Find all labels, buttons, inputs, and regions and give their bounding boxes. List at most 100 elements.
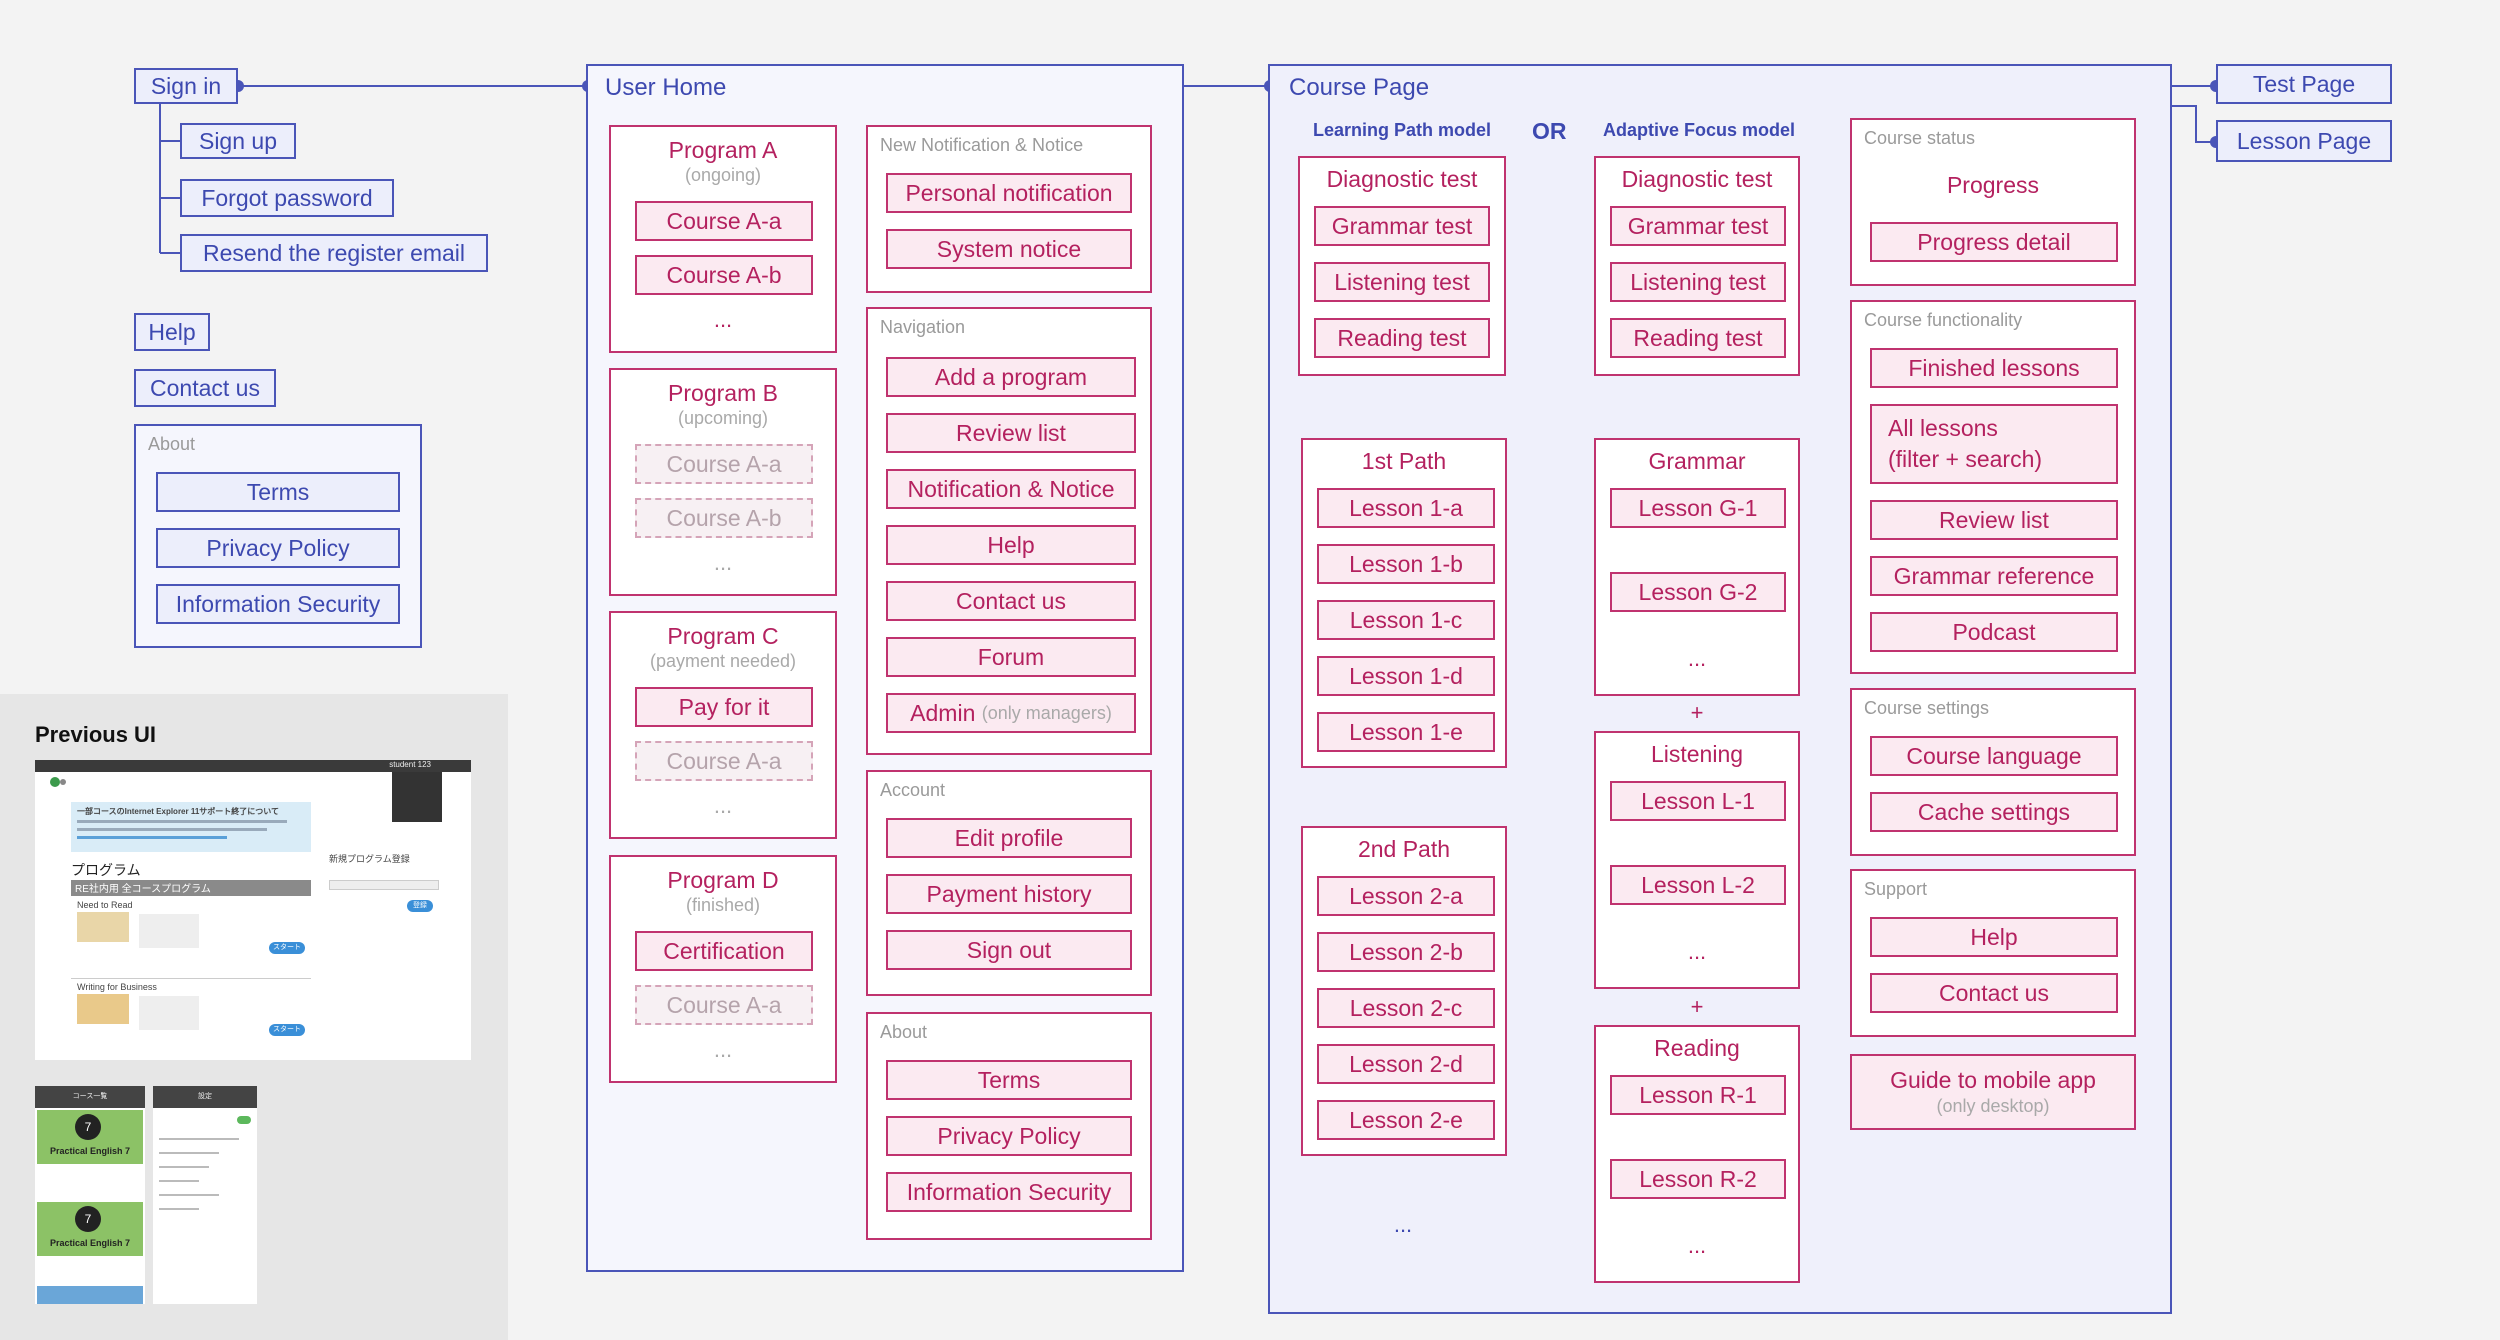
cache-settings-node[interactable]: Cache settings — [1870, 792, 2118, 832]
lesson-r2-node[interactable]: Lesson R-2 — [1610, 1159, 1786, 1199]
screenshot-start1: スタート — [269, 942, 305, 954]
program-b-group: Program B (upcoming) Course A-a Course A… — [609, 368, 837, 596]
lesson-2e-node[interactable]: Lesson 2-e — [1317, 1100, 1495, 1140]
forum-node[interactable]: Forum — [886, 637, 1136, 677]
program-d-title: Program D — [667, 867, 779, 893]
progress-detail-node[interactable]: Progress detail — [1870, 222, 2118, 262]
about-group-label: About — [148, 434, 196, 454]
lesson-g1-node[interactable]: Lesson G-1 — [1610, 488, 1786, 528]
af-reading-test-node[interactable]: Reading test — [1610, 318, 1786, 358]
lesson-1c-node[interactable]: Lesson 1-c — [1317, 600, 1495, 640]
program-b-more: ... — [713, 550, 733, 575]
lesson-g2-node[interactable]: Lesson G-2 — [1610, 572, 1786, 612]
previous-ui-mobile-list: コース一覧 7 Practical English 7 7 Practical … — [35, 1086, 145, 1304]
finished-lessons-node[interactable]: Finished lessons — [1870, 348, 2118, 388]
account-group: Account Edit profile Payment history Sig… — [866, 770, 1152, 996]
lesson-1d-node[interactable]: Lesson 1-d — [1317, 656, 1495, 696]
course-status-group: Course status Progress Progress detail — [1850, 118, 2136, 286]
lesson-l2-node[interactable]: Lesson L-2 — [1610, 865, 1786, 905]
pay-for-it-node[interactable]: Pay for it — [635, 687, 813, 727]
af-listening-test-node[interactable]: Listening test — [1610, 262, 1786, 302]
support-help-node[interactable]: Help — [1870, 917, 2118, 957]
lesson-2d-node[interactable]: Lesson 2-d — [1317, 1044, 1495, 1084]
lp-diagnostic-title: Diagnostic test — [1326, 166, 1478, 192]
program-a-status: (ongoing) — [684, 165, 762, 185]
user-home-title: User Home — [605, 74, 727, 101]
contact-us-node[interactable]: Contact us — [134, 369, 276, 407]
screenshot-row1: Need to Read — [77, 900, 133, 910]
support-contact-us-node[interactable]: Contact us — [1870, 973, 2118, 1013]
course-settings-group: Course settings Course language Cache se… — [1850, 688, 2136, 856]
all-lessons-node[interactable]: All lessons (filter + search) — [1870, 404, 2118, 484]
program-d-more: ... — [713, 1037, 733, 1062]
lp-grammar-test-node[interactable]: Grammar test — [1314, 206, 1490, 246]
lesson-1a-node[interactable]: Lesson 1-a — [1317, 488, 1495, 528]
sign-out-node[interactable]: Sign out — [886, 930, 1132, 970]
course-language-node[interactable]: Course language — [1870, 736, 2118, 776]
program-b-course-ab[interactable]: Course A-b — [635, 498, 813, 538]
uh-information-security-node[interactable]: Information Security — [886, 1172, 1132, 1212]
notification-group: New Notification & Notice Personal notif… — [866, 125, 1152, 293]
lesson-1b-node[interactable]: Lesson 1-b — [1317, 544, 1495, 584]
certification-node[interactable]: Certification — [635, 931, 813, 971]
admin-label: Admin — [910, 699, 976, 726]
review-list-node[interactable]: Review list — [886, 413, 1136, 453]
mobile-card3 — [37, 1286, 143, 1304]
cf-review-list-node[interactable]: Review list — [1870, 500, 2118, 540]
lp-diagnostic-group: Diagnostic test Grammar test Listening t… — [1298, 156, 1506, 376]
screenshot-side-title: 新規プログラム登録 — [329, 854, 410, 864]
af-grammar-test-node[interactable]: Grammar test — [1610, 206, 1786, 246]
nav-contact-us-node[interactable]: Contact us — [886, 581, 1136, 621]
nav-help-node[interactable]: Help — [886, 525, 1136, 565]
screenshot-row2: Writing for Business — [77, 982, 157, 992]
reading-more: ... — [1687, 1233, 1707, 1258]
information-security-node[interactable]: Information Security — [156, 584, 400, 624]
screenshot-side-input — [329, 880, 439, 890]
lesson-2c-node[interactable]: Lesson 2-c — [1317, 988, 1495, 1028]
program-b-course-aa[interactable]: Course A-a — [635, 444, 813, 484]
notification-notice-node[interactable]: Notification & Notice — [886, 469, 1136, 509]
mobile-card1-name: Practical English 7 — [49, 1146, 131, 1156]
test-page-node[interactable]: Test Page — [2216, 64, 2392, 104]
guide-mobile-app-node[interactable]: Guide to mobile app (only desktop) — [1850, 1054, 2136, 1130]
program-a-course-aa[interactable]: Course A-a — [635, 201, 813, 241]
screenshot-notice: 一部コースのInternet Explorer 11サポート終了について — [71, 802, 311, 852]
lesson-1e-node[interactable]: Lesson 1-e — [1317, 712, 1495, 752]
learning-path-label: Learning Path model — [1313, 120, 1492, 140]
program-a-more: ... — [713, 307, 733, 332]
mobile-list-header: コース一覧 — [35, 1086, 145, 1108]
sign-in-node[interactable]: Sign in — [134, 68, 238, 104]
terms-node[interactable]: Terms — [156, 472, 400, 512]
help-node[interactable]: Help — [134, 313, 210, 351]
sign-up-node[interactable]: Sign up — [180, 123, 296, 159]
payment-history-node[interactable]: Payment history — [886, 874, 1132, 914]
admin-node[interactable]: Admin (only managers) — [886, 693, 1136, 733]
privacy-policy-node[interactable]: Privacy Policy — [156, 528, 400, 568]
edit-profile-node[interactable]: Edit profile — [886, 818, 1132, 858]
resend-email-node[interactable]: Resend the register email — [180, 234, 488, 272]
program-d-course-aa[interactable]: Course A-a — [635, 985, 813, 1025]
lesson-2b-node[interactable]: Lesson 2-b — [1317, 932, 1495, 972]
program-c-course-aa[interactable]: Course A-a — [635, 741, 813, 781]
program-a-course-ab[interactable]: Course A-b — [635, 255, 813, 295]
lesson-l1-node[interactable]: Lesson L-1 — [1610, 781, 1786, 821]
add-program-node[interactable]: Add a program — [886, 357, 1136, 397]
personal-notification-node[interactable]: Personal notification — [886, 173, 1132, 213]
support-label: Support — [1864, 879, 1928, 899]
uh-terms-node[interactable]: Terms — [886, 1060, 1132, 1100]
lesson-page-node[interactable]: Lesson Page — [2216, 120, 2392, 162]
lp-reading-test-node[interactable]: Reading test — [1314, 318, 1490, 358]
user-home-about-group: About Terms Privacy Policy Information S… — [866, 1012, 1152, 1240]
previous-ui-mobile-settings: 設定 — [153, 1086, 257, 1304]
lp-listening-test-node[interactable]: Listening test — [1314, 262, 1490, 302]
previous-ui-desktop-screenshot: student 123 一部コースのInternet Explorer 11サポ… — [35, 760, 471, 1060]
lesson-2a-node[interactable]: Lesson 2-a — [1317, 876, 1495, 916]
lesson-r1-node[interactable]: Lesson R-1 — [1610, 1075, 1786, 1115]
guide-mobile-app-title: Guide to mobile app — [1890, 1067, 2096, 1093]
forgot-password-node[interactable]: Forgot password — [180, 179, 394, 217]
uh-privacy-policy-node[interactable]: Privacy Policy — [886, 1116, 1132, 1156]
program-b-title: Program B — [668, 380, 778, 406]
system-notice-node[interactable]: System notice — [886, 229, 1132, 269]
podcast-node[interactable]: Podcast — [1870, 612, 2118, 652]
grammar-reference-node[interactable]: Grammar reference — [1870, 556, 2118, 596]
